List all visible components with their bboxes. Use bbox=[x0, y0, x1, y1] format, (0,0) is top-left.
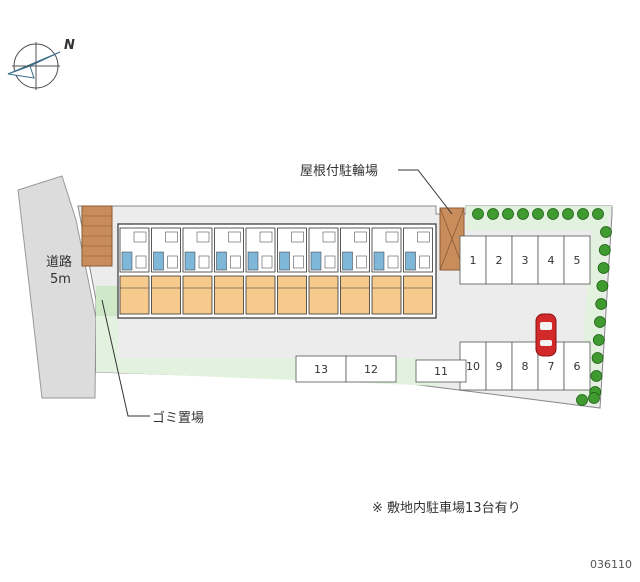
parking-stall: 2 bbox=[485, 235, 513, 285]
bicycle-parking-label: 屋根付駐輪場 bbox=[300, 164, 379, 179]
compass-icon bbox=[7, 42, 61, 90]
road-label-width: 5m bbox=[50, 272, 71, 287]
tree-icon bbox=[502, 208, 514, 220]
red-car-icon bbox=[535, 313, 557, 357]
tree-icon bbox=[592, 334, 605, 346]
road-label: 道路 5m bbox=[46, 254, 72, 288]
tree-icon bbox=[487, 208, 499, 220]
tree-icon bbox=[577, 208, 589, 220]
parking-stall-number: 5 bbox=[574, 254, 581, 267]
parking-stall-number: 9 bbox=[496, 360, 503, 373]
apartment-unit bbox=[245, 227, 276, 315]
parking-stall-number: 13 bbox=[314, 363, 328, 376]
tree-icon bbox=[591, 352, 604, 364]
grass-area-right bbox=[466, 206, 612, 406]
grass-strip-left bbox=[96, 286, 118, 316]
parking-stall: 3 bbox=[511, 235, 539, 285]
tree-icon bbox=[598, 244, 611, 256]
tree-icon bbox=[600, 226, 612, 238]
tree-icon bbox=[590, 370, 603, 382]
apartment-unit bbox=[119, 227, 150, 315]
parking-stall-number: 7 bbox=[548, 360, 555, 373]
tree-row bbox=[472, 208, 612, 406]
bicycle-shed-leader bbox=[398, 169, 453, 215]
garbage-area-label: ゴミ置場 bbox=[152, 411, 205, 426]
parking-stall-number: 4 bbox=[548, 254, 555, 267]
apartment-building bbox=[117, 223, 437, 319]
parking-stall: 6 bbox=[563, 341, 591, 391]
tree-icon bbox=[596, 280, 609, 292]
parking-stall: 12 bbox=[345, 355, 397, 383]
apartment-unit bbox=[214, 227, 244, 315]
tree-icon bbox=[595, 298, 608, 310]
apartment-unit bbox=[403, 227, 433, 315]
parking-stall-number: 12 bbox=[364, 363, 378, 376]
parking-stall: 13 bbox=[295, 355, 347, 383]
garbage-area-leader bbox=[101, 299, 150, 417]
tree-icon bbox=[472, 208, 484, 220]
tree-icon bbox=[576, 394, 588, 406]
parking-stall: 4 bbox=[537, 235, 565, 285]
tree-icon bbox=[592, 208, 604, 220]
parking-stall-number: 1 bbox=[470, 254, 477, 267]
parking-stall-number: 3 bbox=[522, 254, 529, 267]
tree-icon bbox=[562, 208, 574, 220]
parking-stall: 11 bbox=[415, 359, 467, 383]
apartment-unit bbox=[151, 227, 181, 315]
tree-icon bbox=[594, 316, 606, 328]
parking-stall-number: 10 bbox=[466, 360, 480, 373]
parking-stall: 5 bbox=[563, 235, 591, 285]
parking-stall: 1 bbox=[459, 235, 487, 285]
tree-icon bbox=[532, 208, 544, 220]
parking-stall-number: 2 bbox=[496, 254, 503, 267]
parking-stall-number: 11 bbox=[434, 365, 448, 378]
tree-icon bbox=[517, 208, 529, 220]
compass-north-label: N bbox=[64, 38, 75, 53]
tree-icon bbox=[547, 208, 559, 220]
apartment-unit bbox=[308, 227, 339, 315]
apartment-unit bbox=[340, 227, 370, 315]
apartment-unit bbox=[277, 227, 307, 315]
tree-icon bbox=[597, 262, 610, 274]
apartment-unit bbox=[182, 227, 213, 315]
road-label-name: 道路 bbox=[46, 255, 73, 270]
parking-stall-number: 8 bbox=[522, 360, 529, 373]
parking-note: ※ 敷地内駐車場13台有り bbox=[372, 501, 521, 516]
brick-pattern bbox=[82, 215, 112, 257]
parking-stall: 9 bbox=[485, 341, 513, 391]
tree-icon bbox=[588, 392, 600, 404]
parking-stall-number: 6 bbox=[574, 360, 581, 373]
map-code: 036110 bbox=[590, 558, 632, 571]
parking-stall: 8 bbox=[511, 341, 539, 391]
apartment-unit bbox=[371, 227, 402, 315]
